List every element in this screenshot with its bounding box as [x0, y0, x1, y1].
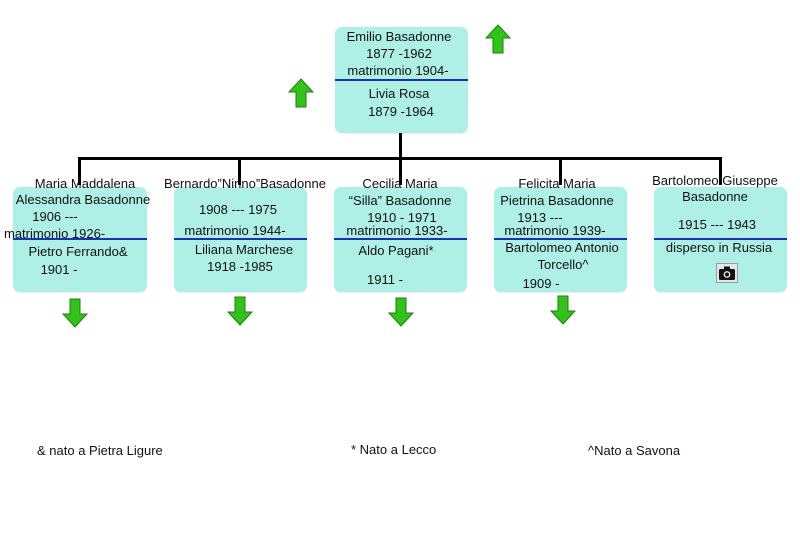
child-1-marriage: matrimonio 1926-: [4, 226, 106, 241]
child-drop-3: [399, 157, 402, 185]
arrow-down-icon[interactable]: [550, 295, 576, 325]
arrow-up-icon[interactable]: [485, 24, 511, 54]
child-4-name-line1: Felicita Maria: [518, 176, 596, 191]
child-drop-1: [78, 157, 81, 185]
footnote-pagani: * Nato a Lecco: [351, 442, 437, 457]
arrow-down-icon[interactable]: [388, 297, 414, 327]
child-2-years: 1908 --- 1975: [198, 202, 278, 217]
child-2-divider: [174, 238, 307, 240]
root-years: 1877 -1962: [366, 46, 432, 61]
root-divider: [335, 79, 468, 81]
child-1-divider: [13, 238, 147, 240]
child-1-spouse-name: Pietro Ferrando&: [28, 244, 128, 259]
root-spouse-years: 1879 -1964: [368, 104, 434, 119]
child-4-name-line2: Pietrina Basadonne: [500, 193, 614, 208]
child-2-spouse-years: 1918 -1985: [207, 259, 273, 274]
child-2-name-line1: Bernardo”Ninno”Basadonne: [164, 176, 326, 191]
arrow-down-icon[interactable]: [62, 298, 88, 328]
child-drop-5: [719, 157, 722, 185]
child-5-note: disperso in Russia: [665, 240, 773, 255]
arrow-down-icon[interactable]: [227, 296, 253, 326]
child-drop-2: [238, 157, 241, 185]
child-3-spouse-years: 1911 -: [367, 272, 403, 287]
child-5-divider: [654, 238, 787, 240]
root-connector: [399, 132, 402, 159]
child-4-spouse-years: 1909 -: [522, 276, 560, 291]
child-4-years: 1913 ---: [517, 210, 563, 225]
child-1-spouse-years: 1901 -: [40, 262, 78, 277]
child-1-name-line1: Maria Maddalena: [34, 176, 136, 191]
child-3-marriage: matrimonio 1933-: [346, 223, 448, 238]
child-4-spouse-line2: Torcello^: [537, 257, 589, 272]
child-1-years: 1906 ---: [32, 209, 78, 224]
footnote-torcello: ^Nato a Savona: [588, 443, 681, 458]
root-spouse-name: Livia Rosa: [368, 86, 430, 101]
child-4-divider: [494, 238, 627, 240]
arrow-up-icon[interactable]: [288, 78, 314, 108]
child-2-marriage: matrimonio 1944-: [184, 223, 286, 238]
child-4-marriage: matrimonio 1939-: [504, 223, 606, 238]
child-3-divider: [334, 238, 467, 240]
child-3-name-line2: “Silla” Basadonne: [348, 193, 452, 208]
child-drop-4: [559, 157, 562, 185]
child-3-years: 1910 - 1971: [367, 210, 437, 225]
child-5-name-line2: Basadonne: [682, 189, 748, 204]
root-marriage: matrimonio 1904-: [347, 63, 449, 78]
camera-icon[interactable]: [716, 263, 738, 283]
root-name: Emilio Basadonne: [346, 29, 452, 44]
child-3-name-line1: Cecilia Maria: [362, 176, 438, 191]
footnote-ferrando: & nato a Pietra Ligure: [37, 443, 163, 458]
child-4-spouse-name: Bartolomeo Antonio: [505, 240, 619, 255]
child-5-name-line1: Bartolomeo Giuseppe: [652, 173, 778, 188]
child-2-spouse-name: Liliana Marchese: [194, 242, 294, 257]
child-1-name-line2: Alessandra Basadonne: [15, 192, 151, 207]
child-3-spouse-name: Aldo Pagani*: [358, 243, 434, 258]
child-5-years: 1915 --- 1943: [677, 217, 757, 232]
